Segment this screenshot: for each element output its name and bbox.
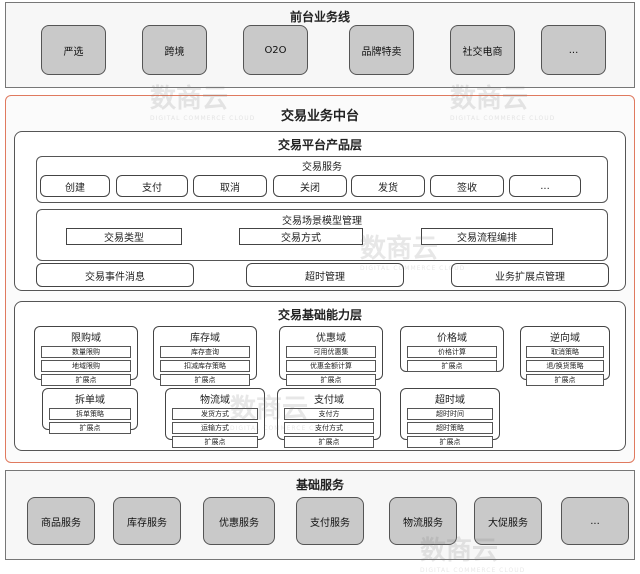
base-item-promotion: 大促服务	[474, 497, 542, 545]
domain-price: 价格域 价格计算 扩展点	[400, 326, 504, 372]
transaction-services-panel: 交易服务 创建 支付 取消 关闭 发货 签收 ...	[36, 156, 608, 203]
domain-payment: 支付域 支付方 支付方式 扩展点	[277, 388, 381, 448]
frontend-title: 前台业务线	[289, 10, 350, 24]
domain-item: 支付方	[284, 408, 374, 420]
frontend-item-more: ...	[541, 25, 606, 75]
domain-item: 数量限购	[41, 346, 131, 358]
timeout-management: 超时管理	[246, 263, 404, 287]
domain-title: 逆向域	[550, 333, 580, 344]
domain-item: 扩展点	[171, 436, 259, 448]
domain-item: 扩展点	[48, 422, 132, 434]
domain-discount: 优惠域 可用优惠集 优惠金额计算 扩展点	[279, 326, 383, 386]
domain-item: 库存查询	[160, 346, 250, 358]
domain-item: 扩展点	[406, 436, 494, 448]
scene-transaction-flow: 交易流程编排	[421, 228, 553, 245]
domain-title: 拆单域	[75, 395, 105, 406]
transaction-event-message: 交易事件消息	[36, 263, 194, 287]
watermark-subtext: DIGITAL COMMERCE CLOUD	[420, 567, 526, 574]
base-item-discount: 优惠服务	[203, 497, 275, 545]
domain-title: 超时域	[435, 395, 465, 406]
domain-item: 扩展点	[284, 436, 374, 448]
frontend-item-social-ecommerce: 社交电商	[450, 25, 515, 75]
transaction-services-title: 交易服务	[302, 162, 342, 173]
domain-item: 扩展点	[407, 360, 497, 372]
domain-order-split: 拆单域 拆单策略 扩展点	[42, 388, 138, 434]
domain-item: 优惠金额计算	[286, 360, 376, 372]
domain-reverse: 逆向域 取消策略 退/换货策略 扩展点	[520, 326, 610, 386]
base-services-panel: 基础服务 商品服务 库存服务 优惠服务 支付服务 物流服务 大促服务 ...	[5, 470, 635, 560]
domain-item: 发货方式	[171, 408, 259, 420]
domain-item: 运输方式	[171, 422, 259, 434]
base-item-product: 商品服务	[27, 497, 95, 545]
domain-item: 退/换货策略	[526, 360, 604, 372]
service-create: 创建	[40, 175, 110, 197]
domain-title: 优惠域	[316, 333, 346, 344]
domain-title: 库存域	[190, 333, 220, 344]
frontend-item-yanxuan: 严选	[41, 25, 106, 75]
domain-item: 价格计算	[407, 346, 497, 358]
domain-item: 地域限购	[41, 360, 131, 372]
domain-inventory: 库存域 库存查询 扣减库存策略 扩展点	[153, 326, 257, 386]
frontend-item-brand-sale: 品牌特卖	[349, 25, 414, 75]
domain-item: 扩展点	[41, 374, 131, 386]
domain-title: 物流域	[200, 395, 230, 406]
domain-purchase-limit: 限购域 数量限购 地域限购 扩展点	[34, 326, 138, 386]
base-services-title: 基础服务	[295, 478, 344, 492]
domain-title: 限购域	[71, 333, 101, 344]
domain-item: 扩展点	[526, 374, 604, 386]
base-item-payment: 支付服务	[296, 497, 364, 545]
scene-transaction-method: 交易方式	[239, 228, 363, 245]
domain-item: 取消策略	[526, 346, 604, 358]
service-sign: 签收	[430, 175, 504, 197]
service-ship: 发货	[351, 175, 425, 197]
frontend-item-o2o: O2O	[243, 25, 308, 75]
middle-platform-panel: 交易业务中台 交易平台产品层 交易服务 创建 支付 取消 关闭 发货 签收 ..…	[5, 95, 635, 463]
capability-layer-title: 交易基础能力层	[277, 308, 362, 322]
domain-item: 可用优惠集	[286, 346, 376, 358]
service-pay: 支付	[116, 175, 188, 197]
domain-item: 拆单策略	[48, 408, 132, 420]
service-more: ...	[509, 175, 581, 197]
product-layer-title: 交易平台产品层	[277, 138, 362, 152]
middle-platform-title: 交易业务中台	[280, 109, 359, 124]
domain-title: 价格域	[437, 333, 467, 344]
base-item-more: ...	[561, 497, 629, 545]
product-layer-panel: 交易平台产品层 交易服务 创建 支付 取消 关闭 发货 签收 ... 交易场景模…	[14, 131, 626, 291]
domain-item: 扩展点	[160, 374, 250, 386]
service-cancel: 取消	[193, 175, 267, 197]
domain-item: 扩展点	[286, 374, 376, 386]
scene-model-panel: 交易场景模型管理 交易类型 交易方式 交易流程编排	[36, 209, 608, 261]
scene-model-title: 交易场景模型管理	[282, 216, 362, 227]
scene-transaction-type: 交易类型	[66, 228, 182, 245]
domain-item: 超时时间	[406, 408, 494, 420]
service-close: 关闭	[273, 175, 347, 197]
extension-point-management: 业务扩展点管理	[451, 263, 609, 287]
domain-logistics: 物流域 发货方式 运输方式 扩展点	[165, 388, 265, 448]
base-item-inventory: 库存服务	[113, 497, 181, 545]
frontend-item-crossborder: 跨境	[142, 25, 207, 75]
domain-item: 支付方式	[284, 422, 374, 434]
capability-layer-panel: 交易基础能力层 限购域 数量限购 地域限购 扩展点 库存域 库存查询 扣减库存策…	[14, 301, 626, 451]
domain-timeout: 超时域 超时时间 超时策略 扩展点	[400, 388, 500, 448]
domain-title: 支付域	[314, 395, 344, 406]
domain-item: 扣减库存策略	[160, 360, 250, 372]
base-item-logistics: 物流服务	[389, 497, 457, 545]
domain-item: 超时策略	[406, 422, 494, 434]
frontend-panel: 前台业务线 严选 跨境 O2O 品牌特卖 社交电商 ...	[5, 2, 635, 88]
